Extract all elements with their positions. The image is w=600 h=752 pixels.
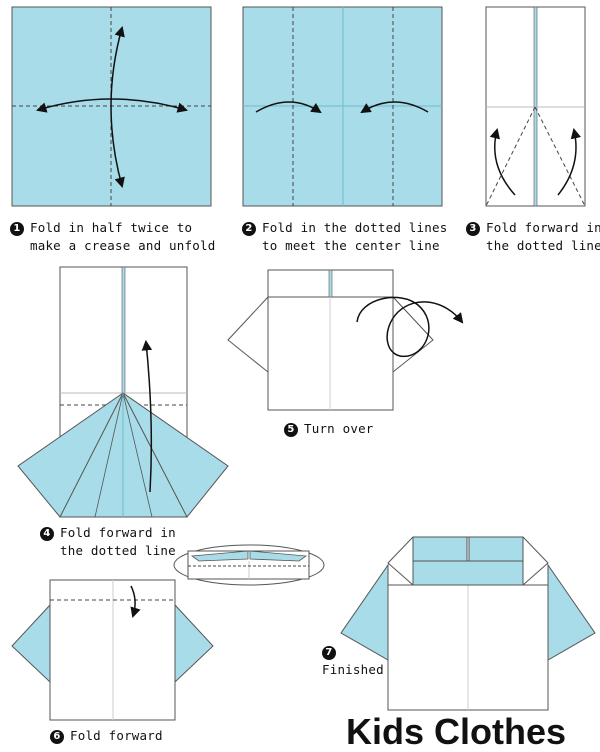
step-6-caption: 6 Fold forward [50, 727, 163, 745]
step-3-figure [485, 6, 586, 207]
step-7-number: 7 [322, 646, 336, 660]
step-2-figure [242, 6, 443, 207]
step-3-caption: 3 Fold forward in the dotted line [466, 219, 600, 255]
page-title: Kids Clothes [346, 711, 567, 752]
step-5-caption: 5 Turn over [284, 420, 374, 438]
step-5-figure [227, 269, 464, 411]
step-1-line-2: make a crease and unfold [30, 238, 216, 253]
step-6-number: 6 [50, 730, 64, 744]
step-1-line-1: Fold in half twice to [30, 220, 193, 235]
step-5-line-1: Turn over [304, 421, 374, 436]
step-4-caption: 4 Fold forward in the dotted line [40, 524, 176, 560]
step-6-figure [11, 544, 325, 721]
step-2-number: 2 [242, 222, 256, 236]
step-2-line-1: Fold in the dotted lines [262, 220, 448, 235]
step-7-line-1: Finished [322, 662, 384, 677]
step-3-line-1: Fold forward in [486, 220, 600, 235]
step-1-number: 1 [10, 222, 24, 236]
step-4-figure [17, 266, 229, 518]
step-5-number: 5 [284, 423, 298, 437]
step-2-caption: 2 Fold in the dotted lines to meet the ce… [242, 219, 447, 255]
step-4-line-2: the dotted line [60, 543, 176, 558]
step-7-figure [340, 536, 596, 711]
step-4-number: 4 [40, 527, 54, 541]
step-1-figure [11, 6, 212, 207]
step-3-number: 3 [466, 222, 480, 236]
step-6-line-1: Fold forward [70, 728, 163, 743]
step-7-caption: 7 Finished [322, 643, 384, 679]
step-1-caption: 1 Fold in half twice to make a crease and… [10, 219, 215, 255]
step-2-line-2: to meet the center line [262, 238, 440, 253]
step-3-line-2: the dotted line [486, 238, 600, 253]
step-4-line-1: Fold forward in [60, 525, 176, 540]
